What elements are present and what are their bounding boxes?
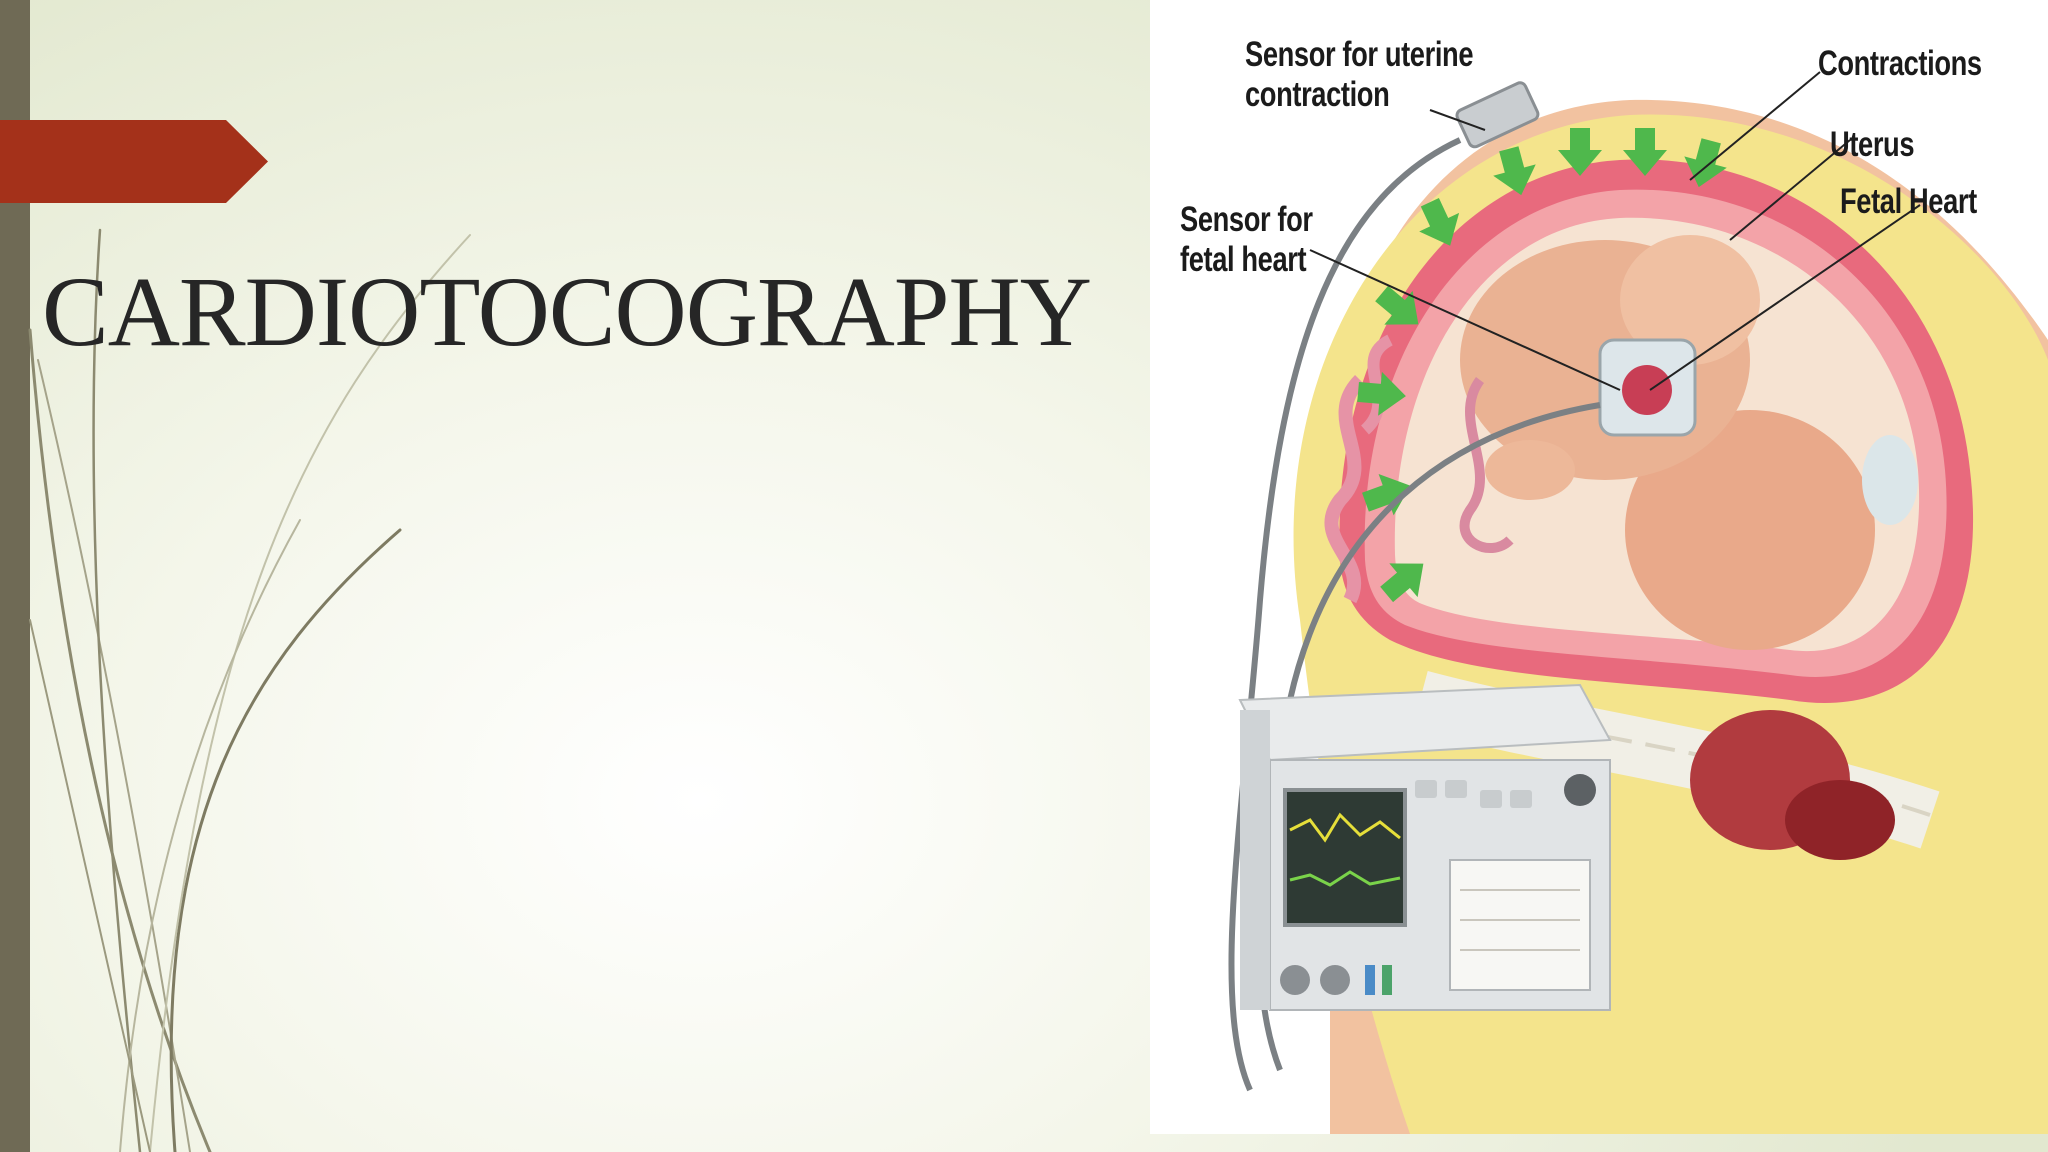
fetal-head <box>1625 410 1875 650</box>
label-sensor-fetal: Sensor for fetal heart <box>1180 200 1313 279</box>
ctg-illustration: Sensor for uterine contraction Sensor fo… <box>1150 0 2048 1134</box>
monitor-screen <box>1283 788 1407 927</box>
label-uterus: Uterus <box>1830 125 1915 164</box>
fetal-heart <box>1622 365 1672 415</box>
bladder <box>1862 435 1918 525</box>
contraction-arrows <box>1357 128 1727 603</box>
paper-printout <box>1449 859 1591 991</box>
uterine-sensor <box>1455 81 1540 149</box>
title-accent-tab <box>0 120 268 203</box>
callout-leader-lines <box>1309 71 1921 391</box>
ctg-illustration-graphic <box>1228 71 2048 1134</box>
ctg-monitor <box>1238 683 1612 1011</box>
decorative-leaf-lines <box>28 228 471 1152</box>
label-sensor-uterine: Sensor for uterine contraction <box>1245 35 1474 114</box>
label-fetal-heart: Fetal Heart <box>1840 182 1977 221</box>
slide-title: CARDIOTOCOGRAPHY <box>42 256 1092 367</box>
label-contractions: Contractions <box>1818 44 1982 83</box>
